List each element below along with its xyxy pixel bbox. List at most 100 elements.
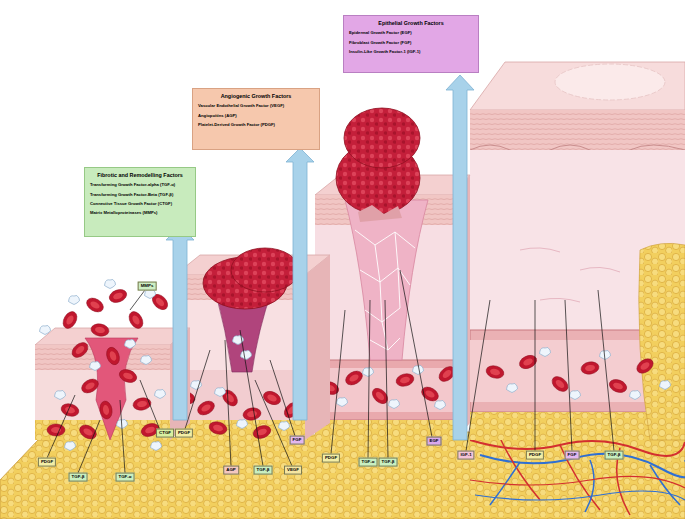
skin-panel-1 xyxy=(150,441,161,450)
box-item: Transforming Growth Factor-alpha (TGF-α) xyxy=(90,183,190,188)
skin-panel-4 xyxy=(580,361,600,376)
leader-line xyxy=(47,395,75,458)
up-arrow xyxy=(166,226,194,420)
skin-panel-3 xyxy=(344,108,420,168)
skin-panel-1 xyxy=(77,422,99,441)
skin-panel-3 xyxy=(388,399,399,408)
fat-base xyxy=(0,428,685,519)
leader-line xyxy=(185,350,210,429)
skin-panel-3 xyxy=(395,372,415,388)
skin-panel-2 xyxy=(231,248,299,292)
skin-panel-1 xyxy=(35,420,170,440)
factor-tag: TGF-β xyxy=(69,473,88,482)
skin-panel-3 xyxy=(369,385,390,406)
leader-line xyxy=(368,300,370,458)
skin-panel-4 xyxy=(607,377,628,394)
skin-panel-3 xyxy=(315,108,470,440)
skin-panel-3 xyxy=(315,360,455,420)
box-item: Matrix Metalloproteinases (MMPs) xyxy=(90,211,190,216)
skin-panel-2 xyxy=(195,398,217,417)
skin-panel-3 xyxy=(345,200,428,360)
tag-text: FGF xyxy=(568,452,577,457)
leader-line xyxy=(385,300,388,458)
tag-text: PDGF xyxy=(325,455,337,460)
skin-panel-2 xyxy=(278,421,289,430)
tag-text: VEGF xyxy=(287,467,299,472)
box-item: Connective Tissue Growth Factor (CTGF) xyxy=(90,202,190,207)
skin-panel-4 xyxy=(470,110,685,150)
tag-text: PDGF xyxy=(41,459,53,464)
skin-panel-1 xyxy=(60,402,80,418)
skin-panel-1 xyxy=(35,279,190,450)
factor-tag: TGF-α xyxy=(359,458,378,467)
skin-panel-4 xyxy=(539,347,550,356)
skin-panel-2 xyxy=(236,419,247,428)
tag-text: TGF-β xyxy=(382,459,395,464)
fat-base xyxy=(0,428,685,519)
skin-panel-1 xyxy=(154,389,165,398)
skin-panel-3 xyxy=(343,368,365,387)
factor-tag: AGP xyxy=(223,466,239,475)
factor-tag: PDGF xyxy=(322,454,340,463)
tag-text: IGF-1 xyxy=(460,452,471,457)
skin-panel-1 xyxy=(117,367,138,384)
skin-panel-4 xyxy=(569,390,580,399)
vessel-network xyxy=(475,491,685,500)
leader-line xyxy=(565,300,572,451)
factor-box: Angiogenic Growth FactorsVascular Endoth… xyxy=(192,88,320,150)
skin-panel-4 xyxy=(634,356,656,376)
skin-panel-1 xyxy=(90,323,110,338)
box-heading: Fibrotic and Remodelling Factors xyxy=(90,172,190,178)
skin-panel-1 xyxy=(104,345,121,366)
skin-panel-4 xyxy=(659,380,670,389)
leader-line xyxy=(240,330,263,466)
skin-panel-1 xyxy=(64,441,75,450)
skin-panel-1 xyxy=(39,325,50,334)
leader-line xyxy=(331,310,345,454)
skin-panel-1 xyxy=(89,361,100,370)
skin-panel-1 xyxy=(69,340,91,361)
skin-panel-1 xyxy=(84,295,106,314)
leader-line xyxy=(535,300,536,451)
skin-panel-1 xyxy=(60,309,79,331)
skin-panel-1 xyxy=(144,289,155,298)
skin-panel-4 xyxy=(517,353,538,371)
tag-text: FGF xyxy=(293,437,302,442)
leader-line xyxy=(270,360,295,436)
up-arrow xyxy=(286,148,314,420)
box-item: Fibroblast Growth Factor (FGF) xyxy=(349,41,473,46)
vessel-network xyxy=(470,476,685,488)
skin-panel-1 xyxy=(68,295,79,304)
tag-text: TGF-β xyxy=(72,474,85,479)
skin-panel-1 xyxy=(107,287,128,304)
skin-panel-1 xyxy=(54,390,65,399)
vessel-network xyxy=(470,438,685,515)
box-item: Platelet-Derived Growth Factor (PDGF) xyxy=(198,123,314,128)
factor-tag: IGF-1 xyxy=(457,451,474,460)
skin-panel-2 xyxy=(214,387,225,396)
factor-tag: FGF xyxy=(290,436,305,445)
skin-panel-1 xyxy=(104,279,115,288)
box-item: Transforming Growth Factor-Beta (TGF-β) xyxy=(90,193,190,198)
skin-panel-4 xyxy=(470,62,685,110)
leader-line xyxy=(400,270,432,437)
factor-tag: CTGF xyxy=(156,429,174,438)
tag-text: CTGF xyxy=(159,430,171,435)
box-heading: Angiogenic Growth Factors xyxy=(198,93,314,99)
box-item: Epidermal Growth Factor (EGF) xyxy=(349,31,473,36)
skin-panel-1 xyxy=(132,397,152,412)
box-heading: Epithelial Growth Factors xyxy=(349,20,473,26)
tag-text: TGF-β xyxy=(257,467,270,472)
skin-panel-1 xyxy=(126,309,145,331)
tag-text: MMPs xyxy=(141,283,154,288)
tag-text: AGP xyxy=(226,467,236,472)
leader-line xyxy=(598,290,614,451)
skin-panel-2 xyxy=(242,407,262,422)
leader-line xyxy=(140,380,160,430)
factor-tag: PDGF xyxy=(526,451,544,460)
tag-text: TGF-α xyxy=(119,474,132,479)
factor-box: Fibrotic and Remodelling FactorsTransfor… xyxy=(84,167,196,237)
factor-tag: PDGF xyxy=(175,429,193,438)
skin-panel-2 xyxy=(175,370,305,420)
